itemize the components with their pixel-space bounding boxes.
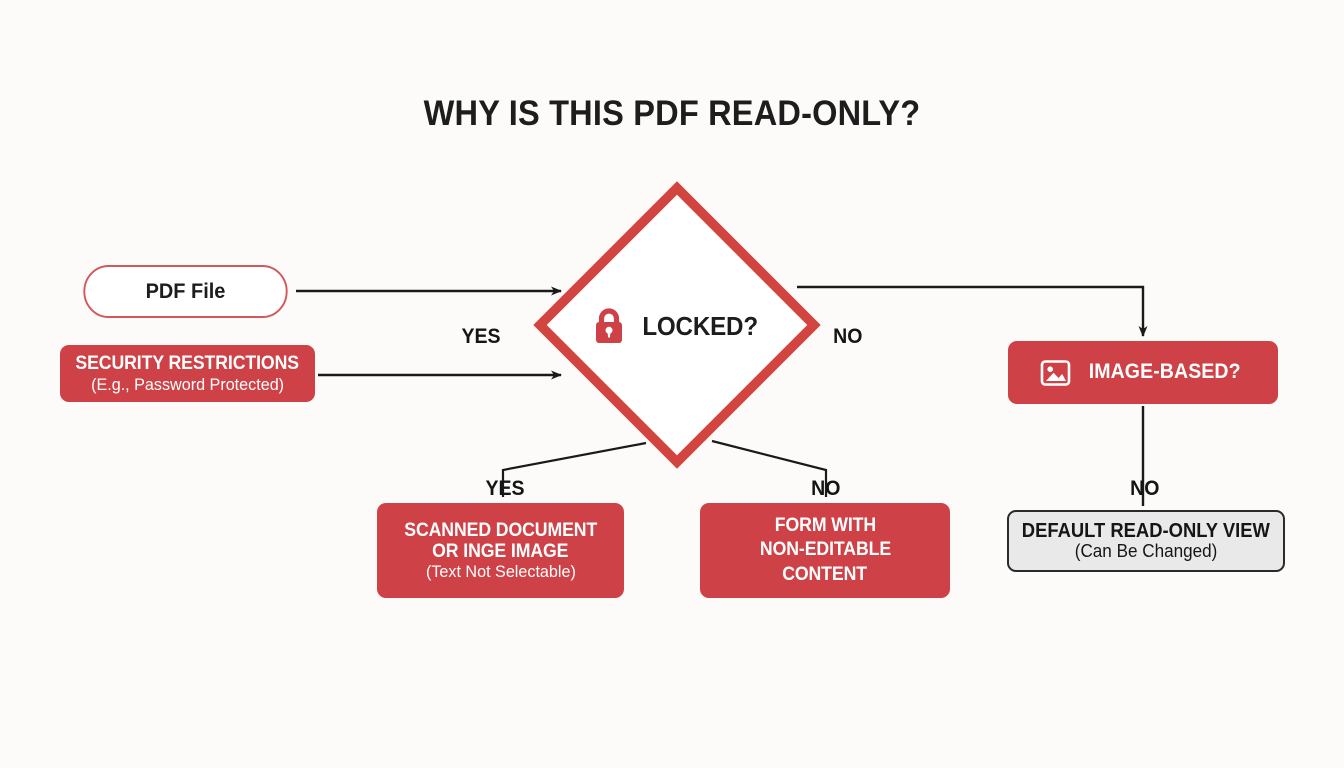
node-pdf-file-label: PDF File [145,279,226,303]
node-scanned-line2: OR INGE IMAGE [432,540,569,562]
node-image-based[interactable]: IMAGE-BASED? [1008,341,1278,404]
edge-label-no-right: NO [833,325,863,348]
node-locked-label: LOCKED? [642,310,759,341]
edge-label-no-down: NO [811,477,841,500]
node-form-line1: FORM WITH [774,515,876,537]
node-pdf-file[interactable]: PDF File [83,265,288,318]
node-form-line3: CONTENT [782,563,868,585]
node-locked-label-group: LOCKED? [532,300,822,352]
node-default-line2: (Can Be Changed) [1074,540,1218,561]
node-default-read-only-view[interactable]: DEFAULT READ-ONLY VIEW (Can Be Changed) [1007,510,1285,572]
edge-label-yes-left: YES [461,325,501,348]
node-form-line2: NON-EDITABLE [759,539,891,561]
node-security-restrictions[interactable]: SECURITY RESTRICTIONS (E.g., Password Pr… [60,345,315,402]
node-security-line2: (E.g., Password Protected) [91,374,284,394]
edge-label-yes-down: YES [485,477,525,500]
node-image-based-label: IMAGE-BASED? [1088,360,1241,384]
page-title: WHY IS THIS PDF READ-ONLY? [423,94,921,133]
image-icon [1040,359,1071,386]
node-default-line1: DEFAULT READ-ONLY VIEW [1021,519,1271,542]
node-security-line1: SECURITY RESTRICTIONS [75,353,300,375]
node-scanned-line3: (Text Not Selectable) [425,562,576,582]
node-scanned-line1: SCANNED DOCUMENT [404,519,597,541]
node-form-non-editable[interactable]: FORM WITH NON-EDITABLE CONTENT [700,503,950,598]
node-scanned-document[interactable]: SCANNED DOCUMENT OR INGE IMAGE (Text Not… [377,503,624,598]
edge-label-no-image: NO [1130,477,1160,500]
node-locked-diamond[interactable] [532,180,822,470]
lock-icon [596,308,623,343]
